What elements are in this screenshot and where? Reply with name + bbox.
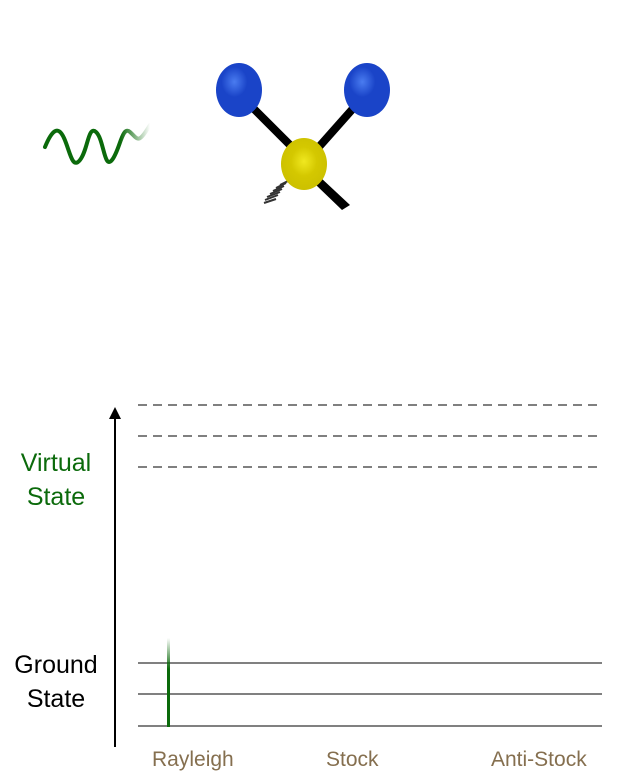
ground-state-label: Ground State	[14, 651, 98, 713]
molecule-icon	[216, 63, 390, 210]
outer-atom-right	[344, 63, 390, 117]
outer-atom-left	[216, 63, 262, 117]
x-label-stock: Stock	[326, 748, 379, 771]
central-atom	[281, 138, 327, 190]
photon-wave-icon	[43, 123, 152, 165]
virtual-state-label: Virtual State	[20, 449, 92, 511]
ground-levels	[138, 662, 602, 727]
virtual-levels	[138, 404, 602, 468]
rayleigh-transition-line	[167, 638, 170, 727]
x-label-anti-stock: Anti-Stock	[491, 748, 587, 771]
x-label-rayleigh: Rayleigh	[152, 748, 234, 771]
energy-axis-arrow-icon	[109, 407, 121, 747]
